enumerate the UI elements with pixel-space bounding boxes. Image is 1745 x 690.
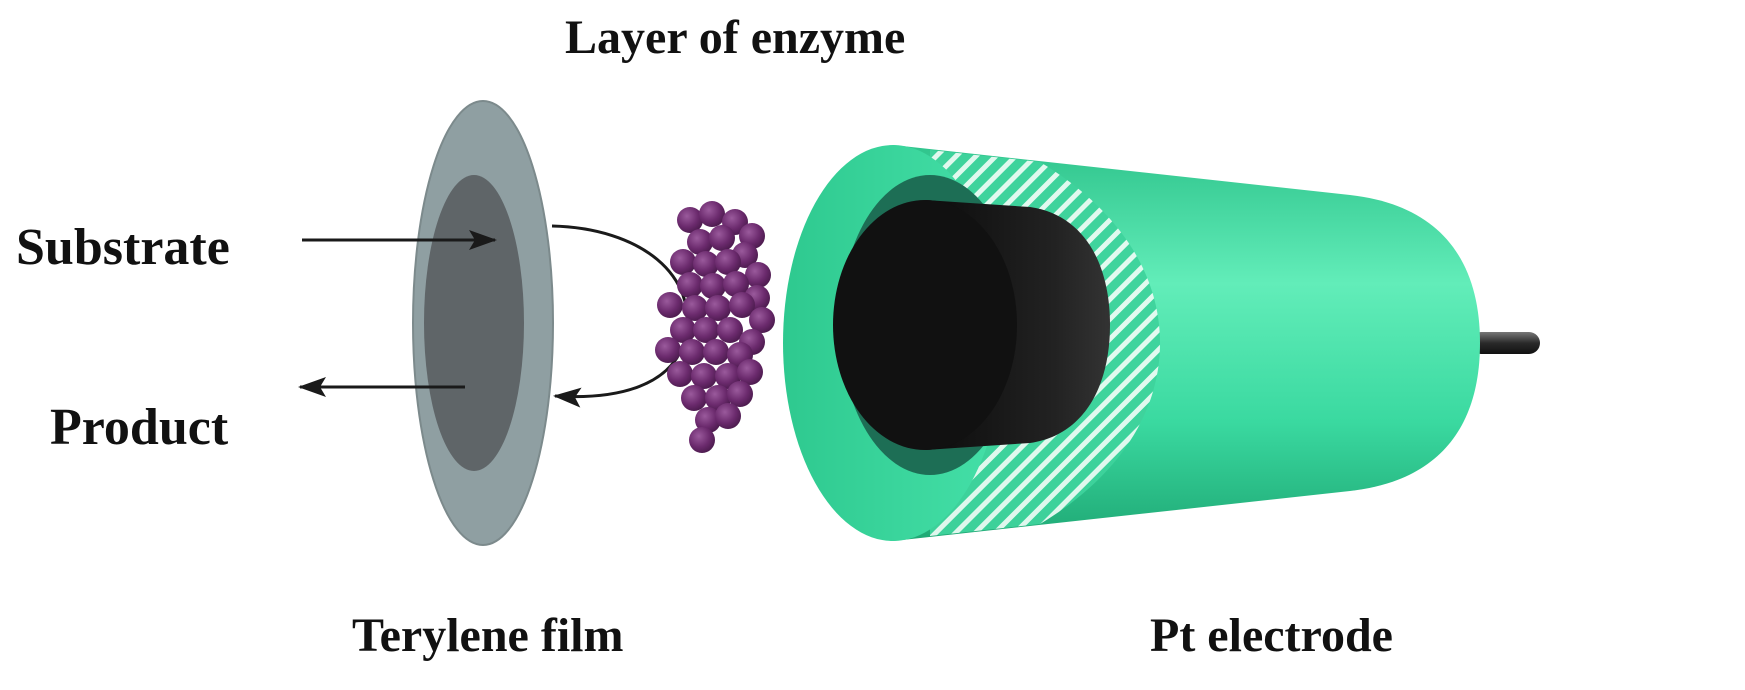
enzyme-bead [687,229,713,255]
product-label: Product [50,399,229,456]
enzyme-bead [715,249,741,275]
enzyme-bead [700,273,726,299]
enzyme-bead [705,295,731,321]
enzyme-bead [699,201,725,227]
enzyme-bead [691,363,717,389]
enzyme-bead [727,381,753,407]
substrate-label: Substrate [16,219,230,276]
enzyme-bead [693,251,719,277]
enzyme-bead [679,339,705,365]
enzyme-bead [670,249,696,275]
enzyme-bead [682,295,708,321]
enzyme-bead [657,292,683,318]
enzyme-bead [745,262,771,288]
enzyme-bead [670,317,696,343]
terylene-film-label: Terylene film [352,609,624,662]
enzyme-bead [689,427,715,453]
pt-electrode [783,145,1540,541]
enzyme-bead [729,292,755,318]
enzyme-bead [681,385,707,411]
terylene-film [412,100,554,546]
enzyme-bead [677,272,703,298]
enzyme-bead [723,271,749,297]
enzyme-bead [709,225,735,251]
enzyme-bead [749,307,775,333]
enzyme-bead [715,403,741,429]
enzyme-layer-label: Layer of enzyme [565,11,906,64]
enzyme-bead [717,317,743,343]
enzyme-bead [655,337,681,363]
enzyme-bead [703,339,729,365]
enzyme-bead [693,317,719,343]
enzyme-bead [667,361,693,387]
pt-electrode-label: Pt electrode [1150,609,1393,662]
enzyme-bead [695,407,721,433]
enzyme-bead [677,207,703,233]
enzyme-cluster [655,201,775,453]
enzyme-bead [737,359,763,385]
